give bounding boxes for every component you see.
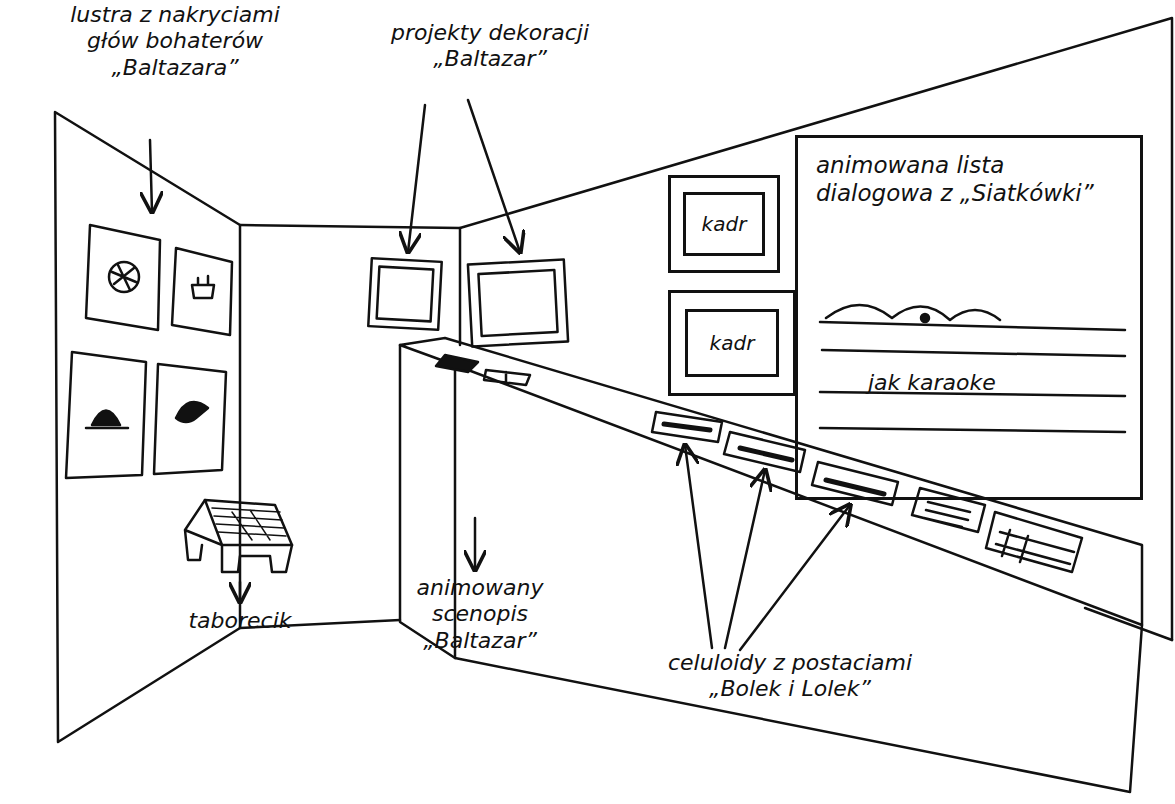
mirror: [66, 352, 146, 478]
annotation: lustra z nakryciami głów bohaterów „Balt…: [60, 2, 290, 81]
screenplay-display: [436, 355, 478, 372]
screen-caption: jak karaoke: [868, 370, 996, 396]
annotation: projekty dekoracji „Baltazar”: [360, 20, 620, 73]
leader-arrow: [685, 445, 712, 648]
decoration-frame: [377, 267, 434, 322]
screen-title: animowana lista dialogowa z „Siatkówki”: [816, 152, 1116, 207]
mirror: [154, 364, 226, 474]
annotation: celuloidy z postaciami „Bolek i Lolek”: [650, 650, 930, 703]
back-wall: [240, 225, 460, 628]
karaoke-line: [820, 305, 1125, 432]
hat-icon: [112, 265, 136, 290]
leader-arrow: [239, 582, 242, 602]
decoration-frame: [468, 260, 568, 347]
stool: [212, 508, 286, 540]
leader-arrow: [740, 505, 850, 650]
frame-label: kadr: [683, 192, 765, 255]
left-wall: [55, 112, 240, 742]
hat-icon: [109, 262, 139, 292]
leader-arrow: [474, 518, 477, 570]
leader-arrow: [468, 100, 520, 252]
counter-front: [455, 365, 1142, 792]
decoration-frame: [478, 270, 557, 336]
frame-label: kadr: [685, 309, 779, 377]
annotation: taborecik: [160, 608, 320, 634]
counter-top: [1085, 608, 1172, 640]
karaoke-ball: [921, 314, 929, 322]
document: [912, 488, 985, 532]
celluloid: [826, 480, 884, 494]
leader-arrow: [408, 105, 425, 252]
film-frame: kadr: [668, 175, 780, 273]
leader-arrow: [150, 140, 152, 212]
hat-icon: [192, 276, 214, 298]
celluloid: [652, 412, 722, 442]
hat-icon: [86, 411, 128, 429]
film-frame: kadr: [668, 290, 796, 396]
screenplay-display: [484, 370, 530, 385]
celluloid: [740, 448, 792, 460]
hat-icon: [176, 402, 208, 422]
mirror: [172, 248, 232, 335]
stool: [185, 500, 292, 572]
celluloid: [724, 432, 805, 472]
document: [986, 512, 1082, 572]
dialogue-screen: animowana lista dialogowa z „Siatkówki” j…: [795, 135, 1143, 500]
mirror: [86, 225, 160, 330]
annotation: animowany scenopis „Baltazar”: [380, 575, 580, 654]
right-wall: [460, 18, 1172, 640]
celluloid: [664, 424, 710, 430]
leader-arrow: [725, 470, 765, 648]
decoration-frame: [368, 258, 441, 330]
stool: [205, 500, 292, 545]
